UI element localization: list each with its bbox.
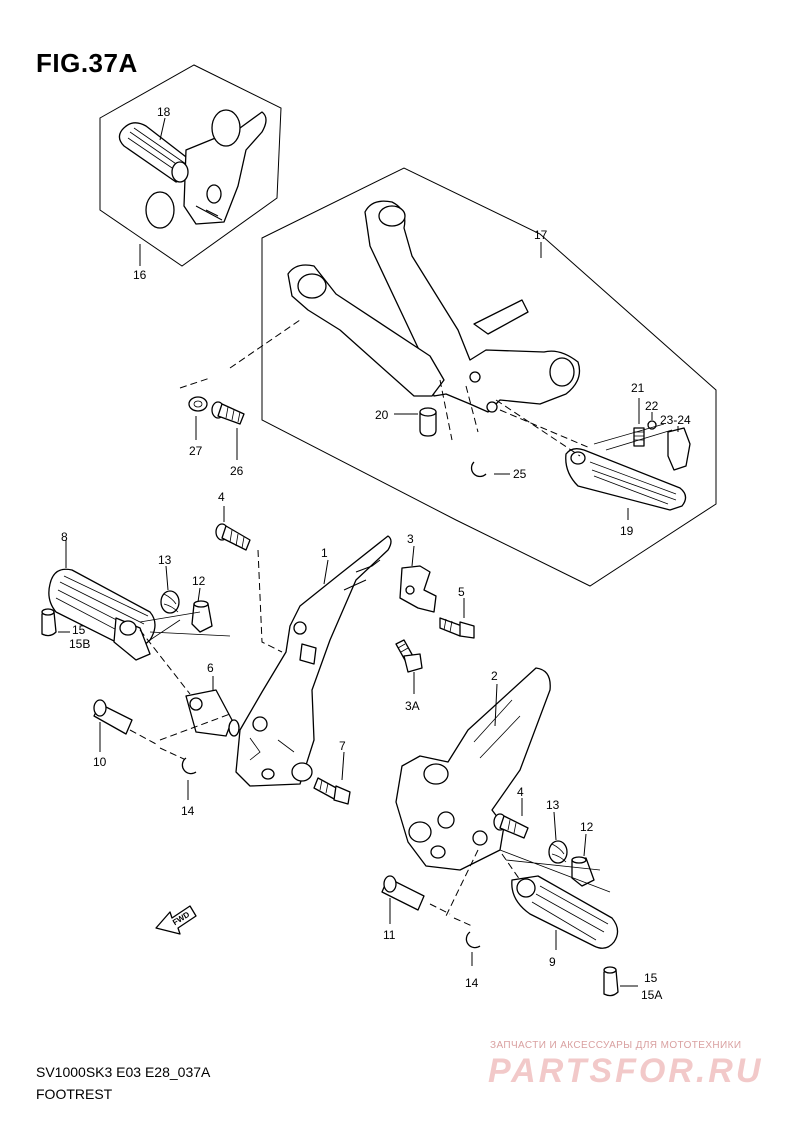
ball-12-right bbox=[571, 856, 595, 887]
bolt-4-upper bbox=[215, 523, 251, 551]
callout-7: 7 bbox=[339, 739, 346, 753]
passenger-footrest-set-illustration bbox=[118, 109, 267, 229]
bolt-7 bbox=[313, 777, 351, 805]
rider-footpeg-8 bbox=[48, 568, 156, 661]
passenger-bracket-illustration bbox=[287, 200, 581, 413]
bolt-26 bbox=[211, 401, 245, 425]
section-name: FOOTREST bbox=[36, 1086, 113, 1102]
callout-15a: 15A bbox=[641, 988, 662, 1002]
callout-2: 2 bbox=[491, 669, 498, 683]
callout-14-left: 14 bbox=[181, 804, 195, 818]
callout-16: 16 bbox=[133, 268, 147, 282]
spring-13-right bbox=[548, 840, 568, 864]
callout-3a: 3A bbox=[405, 699, 420, 713]
clip-14-right bbox=[465, 931, 481, 949]
ball-12-left bbox=[191, 600, 213, 633]
callout-10: 10 bbox=[93, 755, 107, 769]
bolt-3a bbox=[395, 639, 423, 673]
bolt-5 bbox=[439, 617, 475, 639]
callout-15b: 15B bbox=[69, 637, 90, 651]
bolt-4-lower bbox=[493, 813, 529, 839]
inset-box-17 bbox=[261, 167, 717, 587]
callout-26: 26 bbox=[230, 464, 244, 478]
pin-10 bbox=[93, 699, 133, 735]
callout-18: 18 bbox=[157, 105, 171, 119]
callout-25: 25 bbox=[513, 467, 527, 481]
model-code: SV1000SK3 E03 E28_037A bbox=[36, 1064, 211, 1080]
callout-15-right: 15 bbox=[644, 971, 658, 985]
rider-bracket-1 bbox=[235, 535, 392, 787]
callout-27: 27 bbox=[189, 444, 203, 458]
callout-21: 21 bbox=[631, 381, 645, 395]
rubber-tip-15-right bbox=[603, 966, 619, 997]
callout-17: 17 bbox=[534, 228, 548, 242]
callout-1: 1 bbox=[321, 546, 328, 560]
pin-20 bbox=[419, 407, 437, 437]
passenger-footpeg-19 bbox=[565, 448, 687, 511]
callout-14-right: 14 bbox=[465, 976, 479, 990]
callout-5: 5 bbox=[458, 585, 465, 599]
washer-27 bbox=[188, 396, 208, 412]
callout-6: 6 bbox=[207, 661, 214, 675]
callout-11: 11 bbox=[383, 928, 396, 942]
callout-19: 19 bbox=[620, 524, 634, 538]
callout-20: 20 bbox=[375, 408, 389, 422]
rubber-tip-15-left bbox=[41, 608, 57, 637]
rider-bracket-2 bbox=[395, 667, 551, 871]
pin-11 bbox=[381, 875, 425, 911]
callout-22: 22 bbox=[645, 399, 659, 413]
callout-8: 8 bbox=[61, 530, 68, 544]
clip-14-left bbox=[181, 757, 197, 775]
callout-4-lower: 4 bbox=[517, 785, 524, 799]
clip-25 bbox=[470, 461, 487, 478]
heel-guard-mount-3 bbox=[399, 565, 437, 613]
callout-15-left: 15 bbox=[72, 623, 86, 637]
spring-13-left bbox=[160, 590, 180, 614]
watermark-tagline: ЗАПЧАСТИ И АКСЕССУАРЫ ДЛЯ МОТОТЕХНИКИ bbox=[490, 1040, 742, 1051]
callout-13-left: 13 bbox=[158, 553, 172, 567]
pivot-6 bbox=[185, 689, 240, 737]
figure-title: FIG.37A bbox=[36, 48, 138, 78]
callout-12-right: 12 bbox=[580, 820, 594, 834]
callout-4-upper: 4 bbox=[218, 490, 225, 504]
spring-21 bbox=[633, 427, 645, 447]
callout-9: 9 bbox=[549, 955, 556, 969]
fwd-arrow-icon: FWD bbox=[155, 905, 197, 935]
rider-footpeg-9 bbox=[511, 875, 619, 949]
callout-12-left: 12 bbox=[192, 574, 206, 588]
callout-23-24: 23-24 bbox=[660, 413, 691, 427]
inset-box-16 bbox=[99, 64, 282, 267]
watermark-logo: PARTSFOR.RU bbox=[488, 1052, 764, 1090]
plate-23-24 bbox=[667, 427, 691, 471]
callout-3: 3 bbox=[407, 532, 414, 546]
callout-13-right: 13 bbox=[546, 798, 560, 812]
